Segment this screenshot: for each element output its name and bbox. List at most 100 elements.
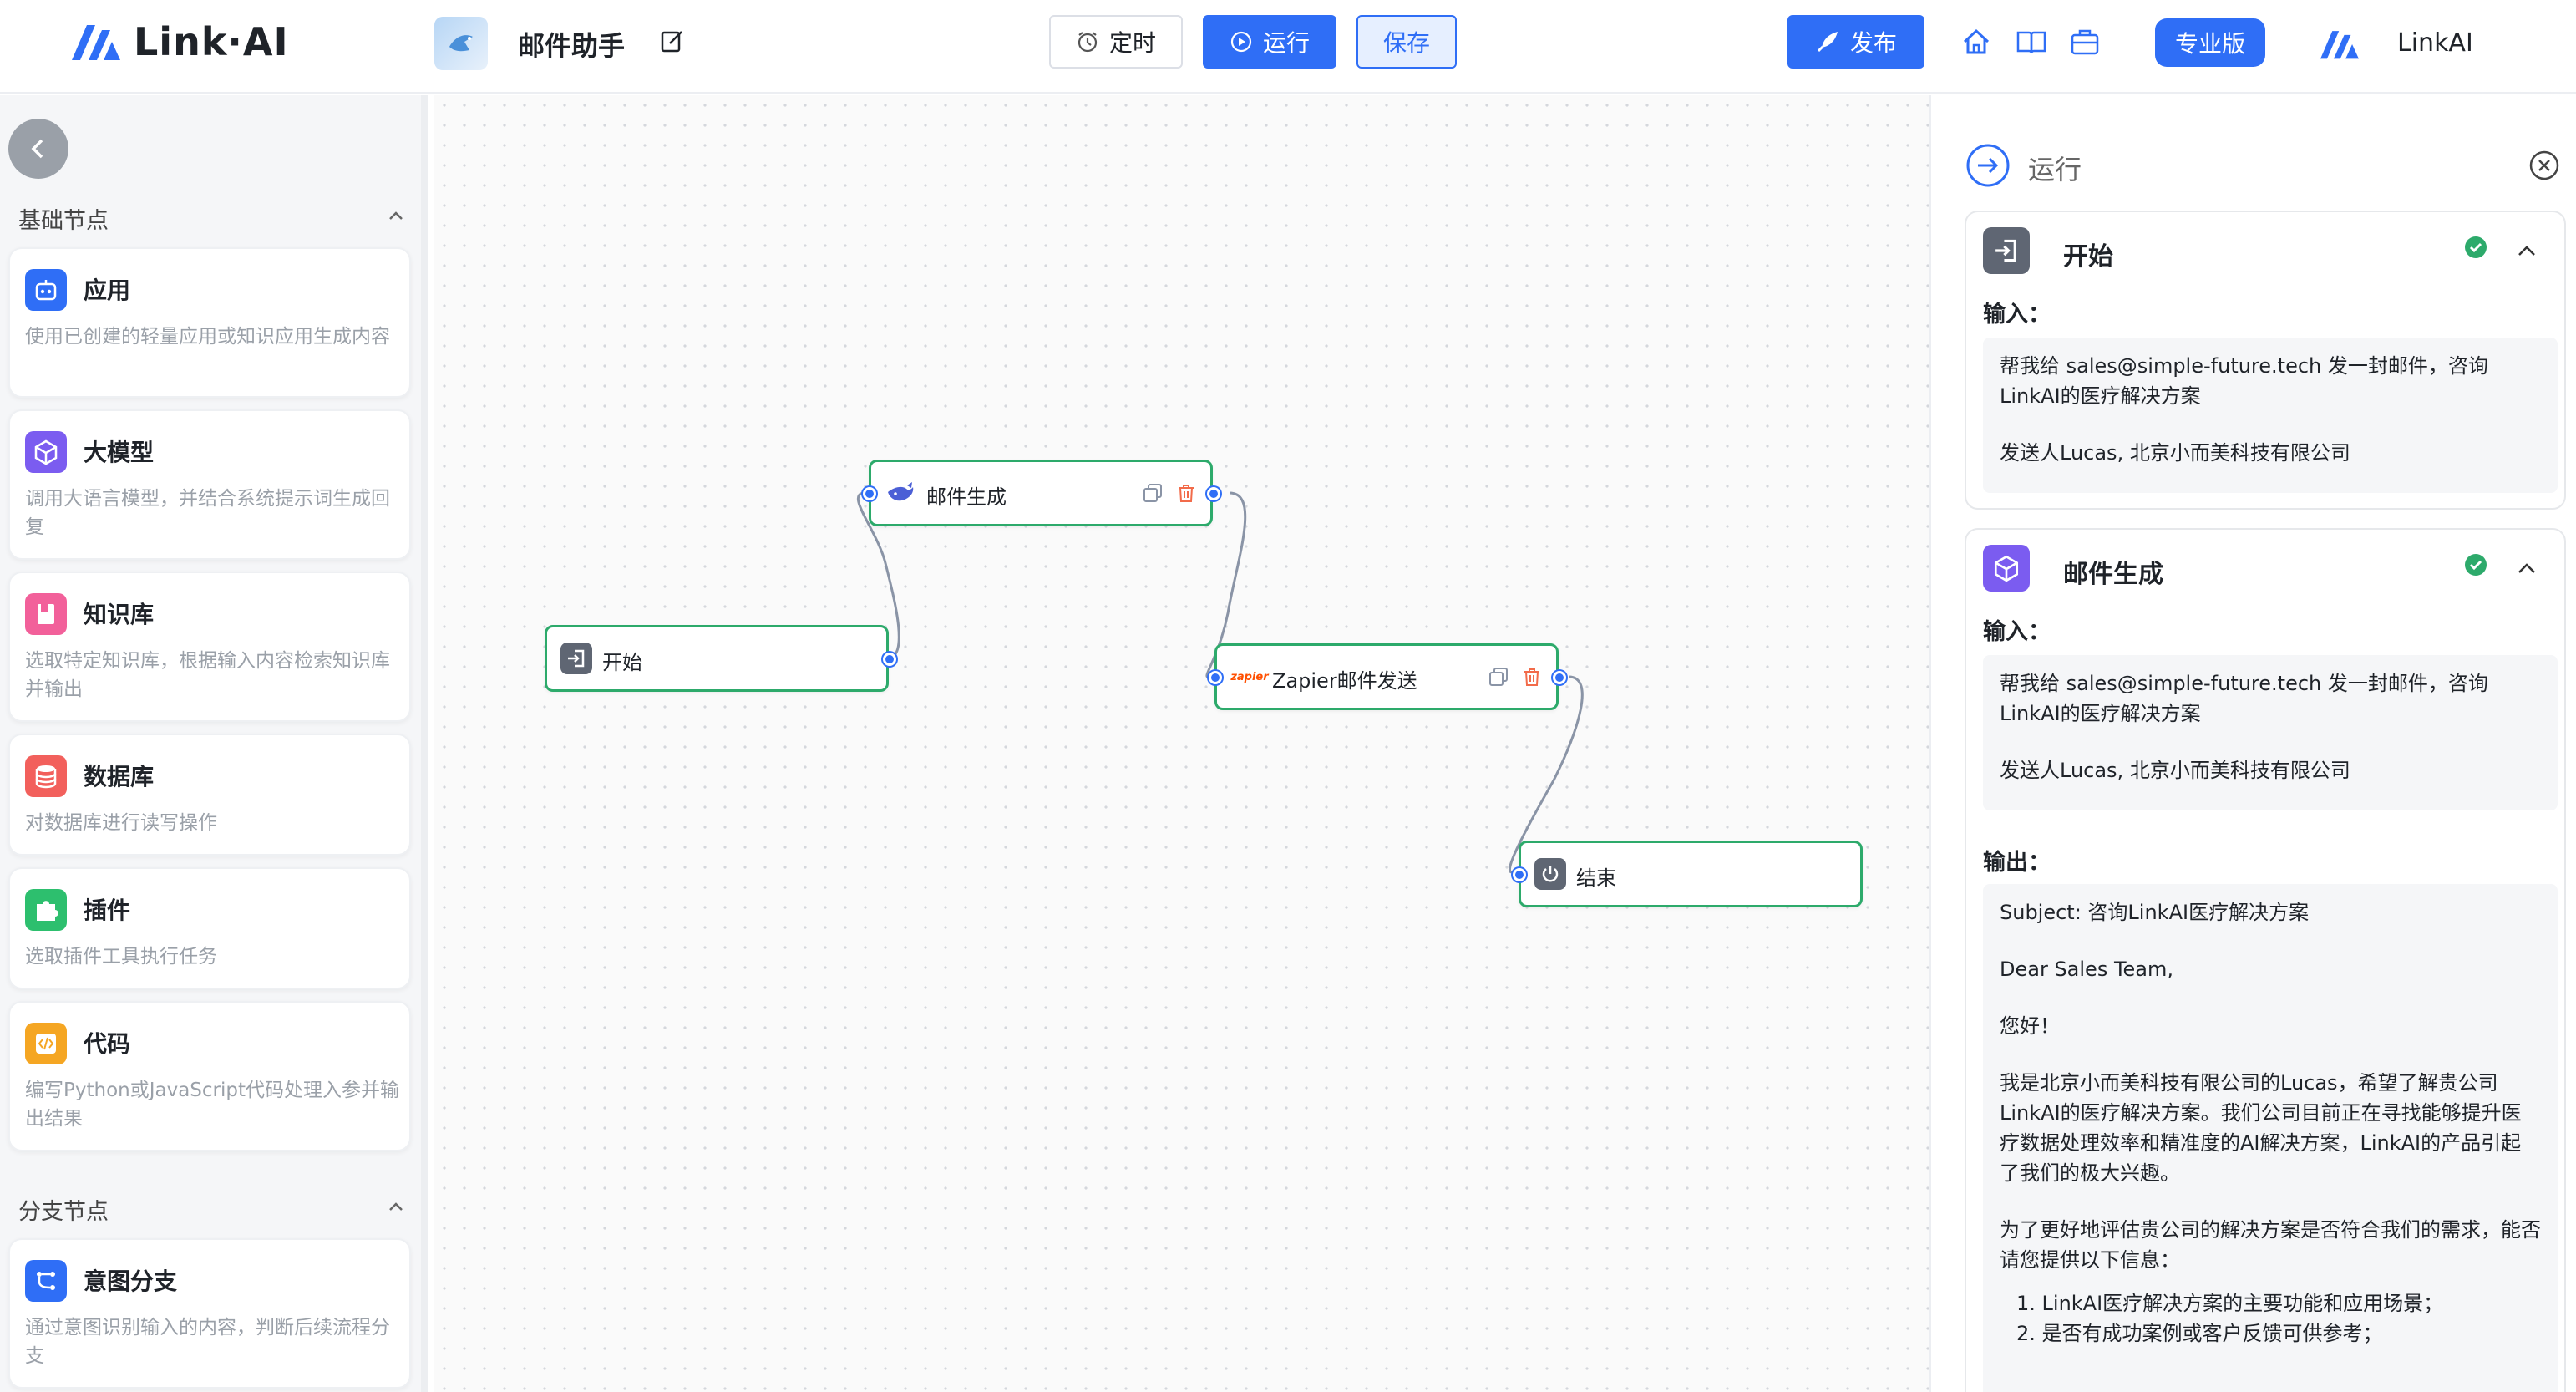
node-card-title: 数据库 (84, 763, 155, 790)
node-card-app[interactable]: 应用 使用已创建的轻量应用或知识应用生成内容 (8, 247, 411, 398)
copy-icon[interactable] (1142, 482, 1164, 504)
close-icon[interactable] (2528, 149, 2561, 182)
save-button[interactable]: 保存 (1356, 15, 1457, 69)
input-text: 帮我给 sales@simple-future.tech 发一封邮件，咨询Lin… (2000, 354, 2488, 408)
input-label: 输入： (1983, 302, 2051, 328)
node-card-intent-branch[interactable]: 意图分支 通过意图识别输入的内容，判断后续流程分支 (8, 1238, 411, 1389)
output-port[interactable] (1207, 487, 1220, 500)
home-icon[interactable] (1960, 25, 1993, 58)
collapse-panel-button[interactable] (8, 119, 68, 179)
output-label: 输出： (1983, 850, 2051, 876)
enter-icon (560, 643, 592, 674)
node-label: 结束 (1576, 866, 1616, 890)
top-bar: Link·AI 邮件助手 定时 运行 保存 发布 (0, 0, 2576, 94)
node-card-title: 大模型 (84, 439, 155, 466)
enter-icon (1983, 227, 2030, 274)
code-icon (25, 1023, 67, 1064)
node-card-description: 选取特定知识库，根据输入内容检索知识库并输出 (25, 650, 390, 700)
copy-icon[interactable] (1488, 666, 1509, 688)
node-card-title: 代码 (84, 1030, 131, 1058)
run-step-card-start: 开始 输入： 帮我给 sales@simple-future.tech 发一封邮… (1965, 211, 2566, 510)
publish-button[interactable]: 发布 (1787, 15, 1924, 69)
node-card-title: 知识库 (84, 601, 155, 628)
node-card-title: 应用 (84, 277, 131, 304)
timer-button[interactable]: 定时 (1049, 15, 1183, 69)
input-port[interactable] (1513, 868, 1526, 881)
input-content: 帮我给 sales@simple-future.tech 发一封邮件，咨询Lin… (1983, 655, 2558, 810)
output-text: 您好！ (2000, 1014, 2060, 1038)
power-icon (1534, 858, 1566, 890)
workflow-node-email-generation[interactable]: 邮件生成 (863, 460, 1220, 526)
book-open-icon[interactable] (2015, 25, 2048, 58)
input-text: 发送人Lucas, 北京小而美科技有限公司 (2000, 441, 2350, 465)
node-card-database[interactable]: 数据库 对数据库进行读写操作 (8, 734, 411, 856)
chevron-up-icon[interactable] (2514, 556, 2539, 582)
input-label: 输入： (1983, 619, 2051, 645)
whale-icon (885, 477, 916, 509)
brand-logo[interactable]: Link·AI (70, 18, 289, 65)
chevron-up-icon[interactable] (2514, 239, 2539, 264)
node-card-code[interactable]: 代码 编写Python或JavaScript代码处理入参并输出结果 (8, 1001, 411, 1151)
output-text: 为了更好地评估贵公司的解决方案是否符合我们的需求，能否请您提供以下信息： (2000, 1218, 2541, 1272)
user-name[interactable]: LinkAI (2397, 28, 2473, 58)
node-card-llm[interactable]: 大模型 调用大语言模型，并结合系统提示词生成回复 (8, 409, 411, 560)
node-card-title: 意图分支 (84, 1268, 178, 1295)
briefcase-icon[interactable] (2068, 25, 2102, 58)
workflow-canvas[interactable]: 邮件生成 开始 zapier Zapier邮件发送 (434, 95, 1929, 1392)
node-card-description: 对数据库进行读写操作 (25, 812, 217, 834)
brand-name: Link·AI (134, 19, 289, 64)
section-title-branch[interactable]: 分支节点 (18, 1199, 109, 1225)
output-text: 我是北京小而美科技有限公司的Lucas，希望了解贵公司LinkAI的医疗解决方案… (2000, 1071, 2522, 1185)
output-content: Subject: 咨询LinkAI医疗解决方案 Dear Sales Team,… (1983, 884, 2558, 1392)
delete-icon[interactable] (1175, 482, 1197, 504)
cube-icon (1983, 545, 2030, 592)
input-text: 发送人Lucas, 北京小而美科技有限公司 (2000, 759, 2350, 782)
edit-icon[interactable] (660, 28, 685, 53)
book-icon (25, 593, 67, 635)
workflow-node-zapier-send[interactable]: zapier Zapier邮件发送 (1209, 643, 1566, 710)
arrow-right-circle-icon (1966, 144, 2010, 187)
edge-start-to-email-gen (856, 491, 900, 660)
link-ai-logo-icon (72, 25, 120, 60)
user-avatar-logo-icon[interactable] (2319, 28, 2360, 60)
run-result-panel: 运行 开始 输入： 帮我给 sales@simple-future.tech 发… (1929, 95, 2576, 1392)
node-card-knowledge-base[interactable]: 知识库 选取特定知识库，根据输入内容检索知识库并输出 (8, 572, 411, 722)
chevron-up-icon[interactable] (386, 1196, 406, 1217)
output-port[interactable] (1553, 671, 1566, 684)
output-list-item: 2. 是否有成功案例或客户反馈可供参考； (2016, 1322, 2383, 1345)
delete-icon[interactable] (1521, 666, 1543, 688)
node-card-description: 编写Python或JavaScript代码处理入参并输出结果 (25, 1080, 400, 1130)
success-check-icon (2465, 554, 2487, 576)
section-title-basic[interactable]: 基础节点 (18, 208, 109, 234)
input-content: 帮我给 sales@simple-future.tech 发一封邮件，咨询Lin… (1983, 338, 2558, 493)
bird-icon (449, 35, 473, 52)
node-label: Zapier邮件发送 (1272, 669, 1417, 693)
node-card-title: 插件 (84, 897, 131, 924)
input-port[interactable] (863, 487, 876, 500)
output-text: Dear Sales Team, (2000, 958, 2174, 981)
node-card-description: 选取插件工具执行任务 (25, 946, 217, 968)
puzzle-icon (25, 889, 67, 931)
step-title: 邮件生成 (2063, 560, 2163, 589)
edge-zapier-to-end (1508, 675, 1584, 874)
publish-label: 发布 (1849, 29, 1897, 57)
node-label: 邮件生成 (926, 485, 1007, 509)
workflow-node-start[interactable]: 开始 (545, 625, 896, 692)
output-text: Subject: 咨询LinkAI医疗解决方案 (2000, 901, 2310, 924)
edge-email-gen-to-zapier (1205, 491, 1247, 678)
play-circle-icon (1230, 31, 1252, 53)
pro-plan-button[interactable]: 专业版 (2155, 18, 2265, 67)
app-avatar[interactable] (434, 17, 488, 70)
node-card-plugin[interactable]: 插件 选取插件工具执行任务 (8, 867, 411, 989)
connection-lines (856, 491, 1584, 874)
alarm-clock-icon (1078, 32, 1098, 53)
output-port[interactable] (883, 653, 896, 666)
node-library-panel: 基础节点 应用 使用已创建的轻量应用或知识应用生成内容 大模型 调用大语言模型，… (0, 95, 428, 1392)
workflow-node-end[interactable]: 结束 (1513, 841, 1863, 907)
node-card-description: 调用大语言模型，并结合系统提示词生成回复 (25, 488, 390, 538)
run-label: 运行 (1262, 29, 1310, 57)
input-port[interactable] (1209, 671, 1222, 684)
chevron-up-icon[interactable] (386, 206, 406, 226)
run-button[interactable]: 运行 (1203, 15, 1336, 69)
database-icon (25, 755, 67, 797)
